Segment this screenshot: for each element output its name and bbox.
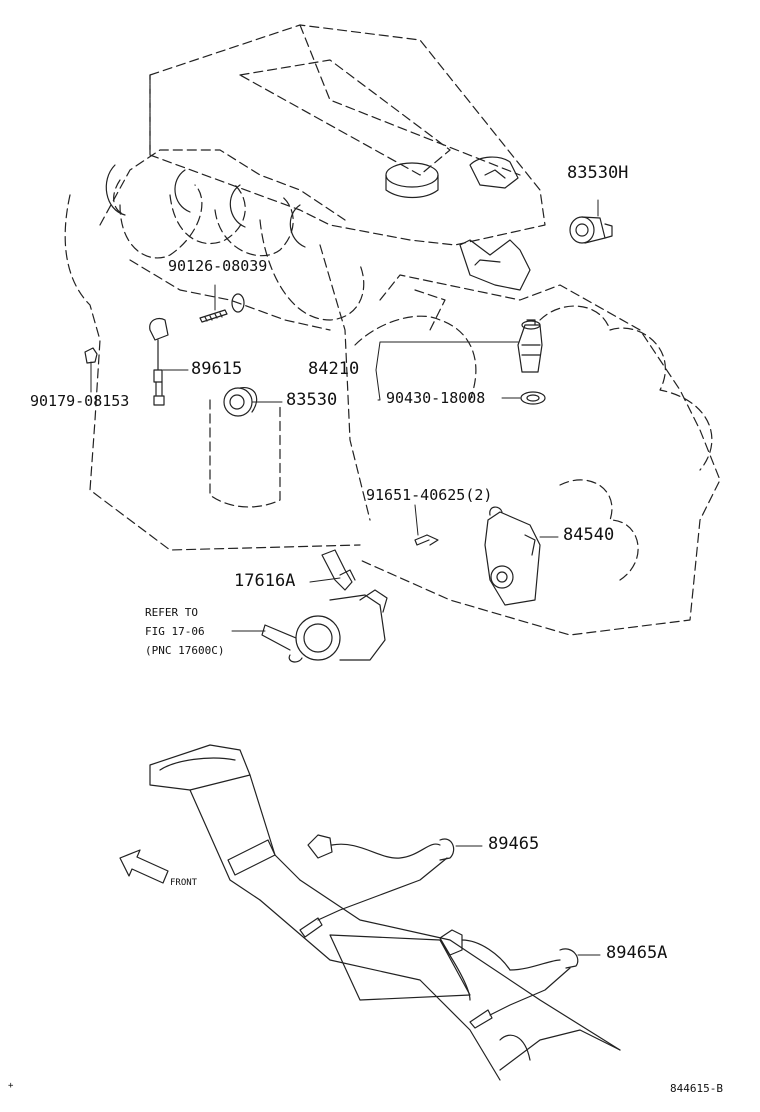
label-83530: 83530 xyxy=(286,390,338,410)
part-83530h xyxy=(569,216,613,244)
label-fig-17-06: FIG 17-06 xyxy=(145,625,205,638)
egr-valve-assembly xyxy=(261,589,388,663)
label-17616a: 17616A xyxy=(234,571,296,591)
leader-84210 xyxy=(375,341,519,371)
leader-17616a xyxy=(309,577,341,583)
label-89465: 89465 xyxy=(488,834,540,854)
part-84540 xyxy=(484,506,541,606)
label-84210: 84210 xyxy=(308,359,360,379)
part-91651-40625 xyxy=(414,534,439,546)
part-90430-18008 xyxy=(520,391,546,405)
label-89615: 89615 xyxy=(191,359,243,379)
part-84210 xyxy=(517,319,543,373)
sensor-cluster xyxy=(459,156,531,291)
figure-id: 844615-B xyxy=(670,1082,723,1095)
label-83530h: 83530H xyxy=(567,163,629,183)
part-17616a xyxy=(321,549,356,591)
label-front: FRONT xyxy=(170,878,198,888)
part-90126-08039 xyxy=(199,293,245,323)
corner-mark: + xyxy=(8,1081,14,1091)
engine-block-outline xyxy=(64,24,721,636)
label-90126-08039: 90126-08039 xyxy=(168,257,268,275)
front-arrow-icon xyxy=(119,849,169,884)
label-84540: 84540 xyxy=(563,525,615,545)
label-refer-to: REFER TO xyxy=(145,606,198,619)
part-89465 xyxy=(299,834,455,938)
leader-91651 xyxy=(414,504,419,536)
label-89465a: 89465A xyxy=(606,943,668,963)
part-89465a xyxy=(439,929,579,1029)
label-pnc-17600c: (PNC 17600C) xyxy=(145,644,225,657)
intake-manifold xyxy=(105,164,306,248)
label-90430-18008: 90430-18008 xyxy=(386,389,486,407)
label-90179-08153: 90179-08153 xyxy=(30,392,130,410)
exhaust-pipe xyxy=(149,744,621,1081)
oil-filler-cap xyxy=(385,162,439,199)
leader-90430 xyxy=(375,369,381,401)
label-91651-40625: 91651-40625(2) xyxy=(366,486,493,504)
part-90179-08153 xyxy=(84,347,98,364)
part-89615 xyxy=(149,317,169,406)
